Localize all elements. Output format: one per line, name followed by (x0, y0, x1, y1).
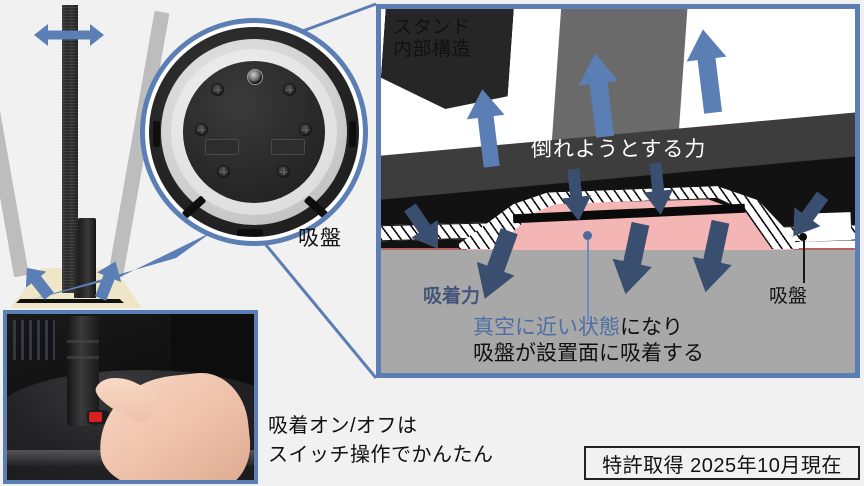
screw-icon (283, 83, 296, 96)
suction-down-arrow-icon (476, 228, 518, 299)
column-ring (67, 340, 99, 343)
vent-grille (13, 320, 55, 360)
tipping-force-label: 倒れようとする力 (531, 138, 707, 161)
up-arrow-icon (686, 29, 727, 114)
monitor-panel (62, 5, 78, 293)
down-arrow-icon (643, 162, 674, 215)
ghost-tilt-left (0, 10, 29, 278)
column-ring (67, 356, 99, 359)
base-arrow-left-icon (25, 267, 54, 300)
vacuum-pointer-line (587, 235, 589, 321)
vacuum-rest-text: になり (620, 316, 683, 339)
center-port-icon (247, 69, 263, 85)
screw-icon (217, 165, 230, 178)
suction-cup-pointer-dot (799, 233, 807, 241)
up-arrow-icon (466, 89, 505, 168)
down-arrow-icon (561, 168, 592, 221)
suction-cup-pointer-line (803, 237, 805, 283)
slot-opening (205, 139, 239, 155)
patent-note-box: 特許取得 2025年10月現在 (584, 446, 860, 480)
suction-cup-label: 吸盤 (769, 286, 808, 307)
slot-opening (271, 139, 305, 155)
stand-column (67, 316, 99, 426)
switch-operation-photo (3, 310, 258, 484)
suction-cup-callout-label: 吸盤 (298, 227, 342, 250)
screw-icon (195, 123, 208, 136)
suction-switch-red-toggle[interactable] (89, 412, 102, 422)
cup-tab (153, 121, 160, 147)
diagram-title: スタンド 内部構造 (393, 17, 472, 61)
stand-base-edge (16, 299, 124, 303)
cup-inner-disc (183, 61, 325, 203)
up-arrow-icon (578, 53, 619, 138)
vacuum-pointer-dot (583, 231, 592, 240)
cup-tab (237, 229, 263, 236)
stand-internal-structure-diagram: スタンド 内部構造 倒れようとする力 吸着力 吸盤 真空に近い状態になり 吸盤が… (376, 4, 860, 378)
screw-icon (299, 123, 312, 136)
vacuum-highlight-text: 真空に近い状態 (473, 316, 620, 339)
vacuum-explanation: 真空に近い状態になり 吸盤が設置面に吸着する (473, 315, 704, 368)
cup-tab (349, 121, 356, 147)
switch-caption: 吸着オン/オフは スイッチ操作でかんたん (268, 415, 494, 466)
down-arrow-icon (404, 203, 438, 249)
down-arrow-icon (793, 191, 829, 237)
base-arrow-right-icon (94, 261, 122, 301)
monitor-side-view-illustration (0, 0, 170, 310)
tilt-double-arrow-icon (34, 24, 104, 46)
suction-down-arrow-icon (692, 219, 732, 293)
screw-icon (211, 83, 224, 96)
screw-icon (277, 165, 290, 178)
suction-force-label: 吸着力 (423, 286, 481, 307)
suction-down-arrow-icon (612, 221, 652, 295)
suction-cup-closeup-circle (140, 18, 368, 246)
vacuum-line2: 吸盤が設置面に吸着する (473, 342, 704, 366)
